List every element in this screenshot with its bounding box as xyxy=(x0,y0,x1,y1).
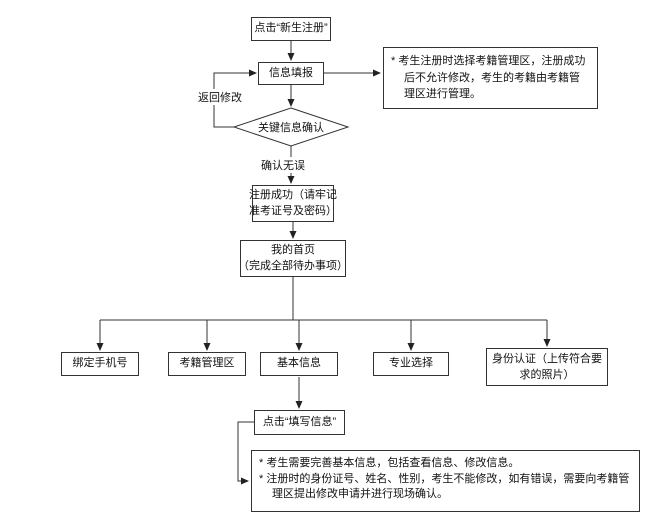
node-register-success-line2: 准考证号及密码） xyxy=(249,204,337,217)
node-fill-info-label: 点击“填写信息” xyxy=(262,415,337,428)
node-register-success-line1: 注册成功（请牢记 xyxy=(249,188,337,201)
node-my-home: 我的首页 （完成全部待办事项） xyxy=(238,240,348,277)
decision-diamond xyxy=(232,107,350,147)
edge-label-return: 返回修改 xyxy=(196,89,242,105)
node-my-home-line1: 我的首页 xyxy=(271,243,315,256)
node-task-registry-area: 考籍管理区 xyxy=(168,352,246,376)
node-start: 点击“新生注册” xyxy=(251,17,331,41)
note-bottom: * 考生需要完善基本信息，包括查看信息、修改信息。 * 注册时的身份证号、姓名、… xyxy=(251,450,640,512)
node-task-major-select: 专业选择 xyxy=(373,352,449,376)
note-bottom-item-2: * 注册时的身份证号、姓名、性别，考生不能修改，如有错误，需要向考籍管理区提出修… xyxy=(259,472,630,501)
node-my-home-line2: （完成全部待办事项） xyxy=(238,259,348,272)
node-info-fill: 信息填报 xyxy=(258,62,324,85)
node-task-basic-info: 基本信息 xyxy=(260,352,338,376)
node-task-bind-phone: 绑定手机号 xyxy=(61,352,139,376)
node-fill-info: 点击“填写信息” xyxy=(254,410,345,435)
note-bottom-item-1: * 考生需要完善基本信息，包括查看信息、修改信息。 xyxy=(259,457,520,469)
decision-label: 关键信息确认 xyxy=(258,122,324,134)
arrow-fillinfo-to-bottom-note xyxy=(237,421,254,485)
edge-label-confirm: 确认无误 xyxy=(259,157,307,173)
node-info-fill-label: 信息填报 xyxy=(269,66,313,79)
node-start-label: 点击“新生注册” xyxy=(254,22,328,35)
node-task-identity: 身份认证（上传符合要求的照片） xyxy=(486,348,608,386)
note-top: * 考生注册时选择考籍管理区，注册成功后不允许修改，考生的考籍由考籍管理区进行管… xyxy=(383,47,598,109)
node-register-success: 注册成功（请牢记 准考证号及密码） xyxy=(249,185,337,222)
note-top-text: * 考生注册时选择考籍管理区，注册成功后不允许修改，考生的考籍由考籍管理区进行管… xyxy=(391,55,586,100)
